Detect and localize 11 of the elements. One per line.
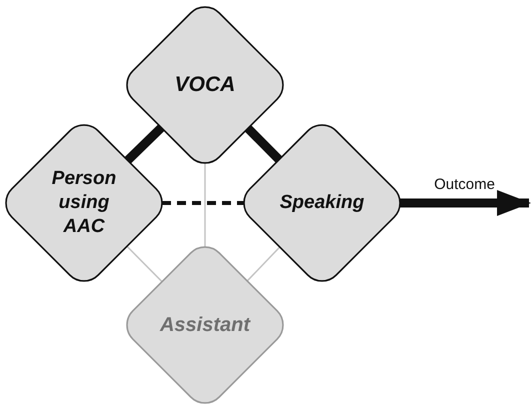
connector-line bbox=[126, 246, 163, 282]
node-label: Speaking bbox=[280, 191, 364, 215]
node-label: Person using AAC bbox=[50, 167, 118, 239]
connector-line bbox=[244, 125, 282, 163]
connector-line bbox=[204, 163, 206, 247]
connector-line bbox=[246, 246, 280, 282]
arrow bbox=[400, 190, 531, 216]
node-label: Assistant bbox=[160, 312, 250, 338]
connector-line bbox=[162, 201, 244, 205]
connector-line bbox=[124, 124, 164, 164]
node-label: VOCA bbox=[174, 72, 236, 98]
